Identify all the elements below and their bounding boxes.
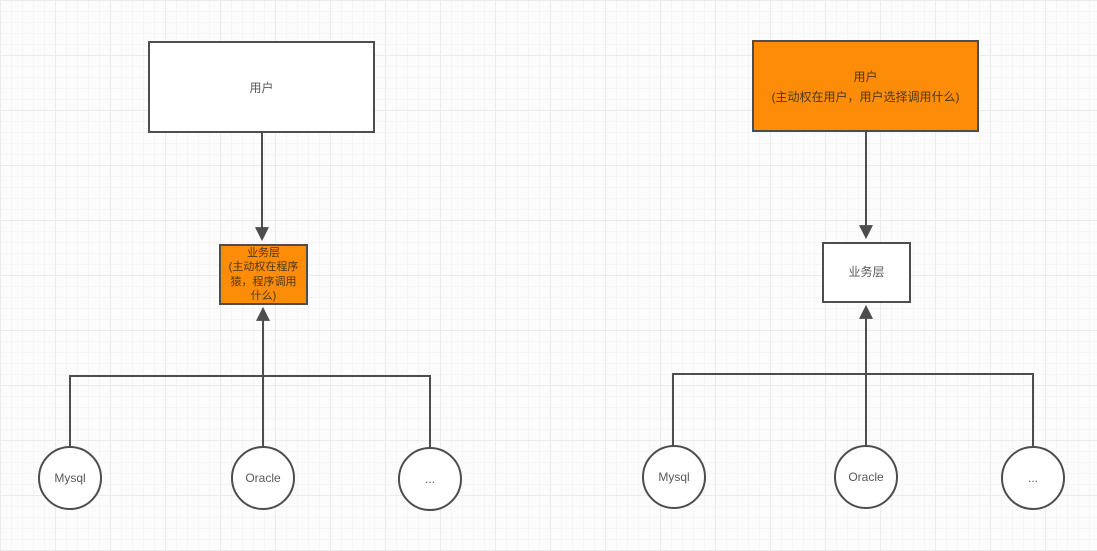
right-db-circle-other: ...	[1001, 446, 1065, 510]
left-user-box: 用户	[148, 41, 375, 133]
left-db-circle-other: ...	[398, 447, 462, 511]
left-db-label-oracle: Oracle	[245, 471, 281, 485]
left-business-box: 业务层 (主动权在程序猿，程序调用什么)	[219, 244, 308, 305]
right-user-title: 用户	[853, 69, 878, 84]
right-user-box: 用户 (主动权在用户，用户选择调用什么)	[752, 40, 979, 132]
left-db-bus-line	[69, 375, 431, 448]
right-db-bus-line	[672, 373, 1034, 448]
left-business-title: 业务层	[247, 246, 280, 259]
right-db-circle-mysql: Mysql	[642, 445, 706, 509]
right-db-label-oracle: Oracle	[848, 470, 884, 484]
right-user-subtitle: (主动权在用户，用户选择调用什么)	[771, 89, 960, 104]
right-business-label: 业务层	[848, 264, 885, 279]
left-user-label: 用户	[249, 80, 274, 95]
right-db-label-other: ...	[1027, 471, 1038, 485]
right-business-box: 业务层	[822, 242, 911, 303]
right-db-label-mysql: Mysql	[658, 470, 690, 484]
right-db-circle-oracle: Oracle	[834, 445, 898, 509]
left-business-subtitle: (主动权在程序猿，程序调用什么)	[228, 261, 299, 302]
left-db-label-mysql: Mysql	[54, 471, 86, 485]
left-db-label-other: ...	[424, 472, 435, 486]
left-db-circle-oracle: Oracle	[231, 446, 295, 510]
left-db-circle-mysql: Mysql	[38, 446, 102, 510]
